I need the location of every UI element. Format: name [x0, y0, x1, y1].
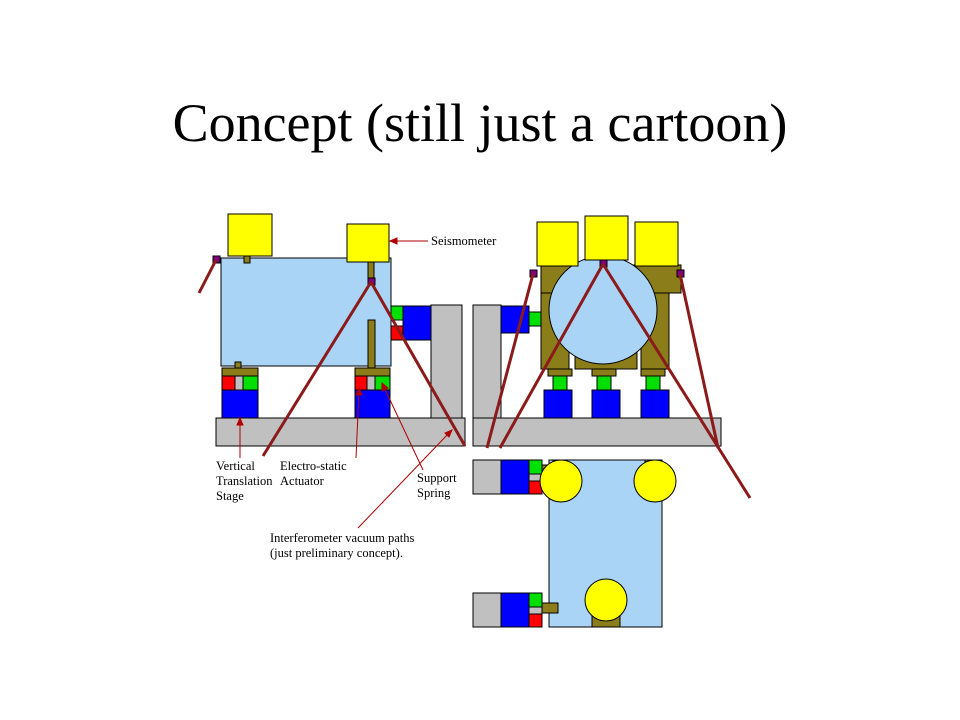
- seismometer-left: [227, 213, 273, 257]
- seismometer-label: Seismometer: [431, 234, 497, 248]
- gray-strip: [528, 606, 543, 615]
- stage-blue: [543, 389, 573, 419]
- actuator-green: [645, 375, 661, 391]
- end-view: [472, 215, 752, 499]
- vacuum-pointer: [357, 431, 451, 529]
- mount-left: [212, 255, 221, 264]
- seismometer-left-stem: [243, 255, 251, 264]
- vacuum-label: Interferometer vacuum paths (just prelim…: [270, 531, 418, 560]
- optic-circle: [548, 255, 658, 365]
- pillar-green-block: [528, 311, 542, 327]
- arrowhead: [236, 416, 244, 426]
- seismometer: [584, 215, 629, 261]
- base-plate: [215, 417, 466, 447]
- vacuum-label-line: Interferometer vacuum paths: [270, 531, 415, 545]
- annotations: Seismometer Vertical Translation Stage E…: [216, 234, 497, 560]
- vacuum-label-line: (just preliminary concept).: [270, 546, 403, 560]
- seismometer-top: [584, 578, 628, 622]
- blue-block: [500, 592, 530, 628]
- stage-top-right: [354, 367, 391, 377]
- gray-block: [472, 592, 502, 628]
- stage-blue-left: [221, 389, 259, 419]
- stage-label-line: Translation: [216, 474, 273, 488]
- stage-top-left: [221, 367, 259, 377]
- actuator-label-line: Electro-static: [280, 459, 347, 473]
- spring-post: [367, 319, 376, 373]
- actuator-red-right: [354, 375, 368, 391]
- vacuum-path: [261, 281, 373, 457]
- seismometer: [536, 221, 579, 267]
- actuator-green: [596, 375, 612, 391]
- actuator-red-left: [221, 375, 236, 391]
- stage-label: Vertical Translation Stage: [216, 459, 276, 503]
- vacuum-path: [601, 263, 752, 499]
- vacuum-path: [369, 281, 467, 447]
- actuator-label: Electro-static Actuator: [280, 459, 350, 488]
- stage-blue: [640, 389, 670, 419]
- stage-label-line: Stage: [216, 489, 244, 503]
- arrowhead: [355, 386, 363, 396]
- vacuum-path: [498, 263, 605, 449]
- optic-body: [220, 257, 392, 367]
- red-block: [528, 613, 543, 628]
- actuator-label-line: Actuator: [280, 474, 325, 488]
- vacuum-path: [485, 273, 535, 449]
- spring-label: Support Spring: [417, 471, 460, 500]
- seismometer-top: [539, 459, 583, 503]
- arrowhead: [444, 429, 453, 438]
- actuator-green: [552, 375, 568, 391]
- actuator-green-left: [242, 375, 259, 391]
- stage-label-line: Vertical: [216, 459, 255, 473]
- olive-block: [541, 602, 559, 614]
- pillar-blue-block: [402, 305, 432, 341]
- blue-block: [500, 459, 530, 495]
- spring-label-line: Spring: [417, 486, 451, 500]
- gray-block: [472, 459, 502, 495]
- side-view: [197, 213, 467, 457]
- spring-pointer: [382, 384, 424, 471]
- spring-label-line: Support: [417, 471, 457, 485]
- actuator-gray-right: [366, 375, 376, 391]
- green-block: [528, 592, 543, 608]
- vacuum-path: [197, 259, 218, 294]
- actuator-gray-left: [234, 375, 244, 391]
- side-pillar: [472, 304, 502, 419]
- stage-blue: [591, 389, 621, 419]
- side-pillar: [430, 304, 463, 419]
- vacuum-path: [678, 273, 720, 449]
- seismometer-right: [346, 223, 390, 263]
- arrowhead: [388, 237, 398, 245]
- stage-top: [640, 368, 666, 377]
- green-block: [528, 459, 543, 475]
- seismometer-top: [633, 459, 677, 503]
- stage-top: [547, 368, 573, 377]
- stage-top: [591, 368, 617, 377]
- arrowhead: [381, 381, 389, 392]
- top-view: [472, 459, 677, 628]
- actuator-pointer: [355, 389, 360, 459]
- seismometer: [634, 221, 679, 267]
- slide-title: Concept (still just a cartoon): [172, 93, 788, 153]
